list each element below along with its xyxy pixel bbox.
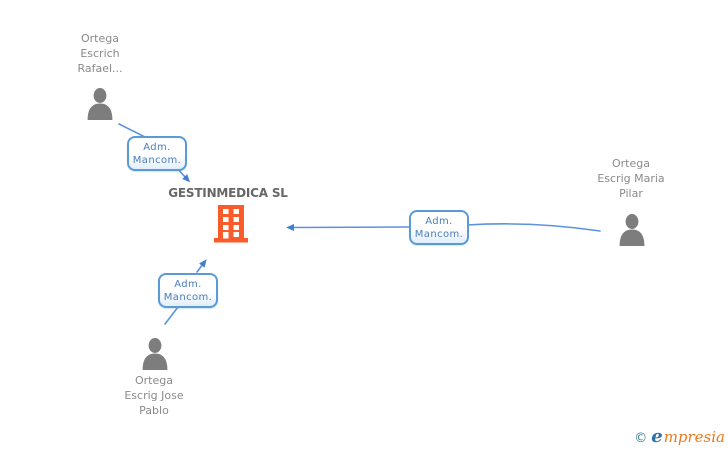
- building-icon: [214, 205, 248, 243]
- relationship-label-line: Adm.: [425, 216, 453, 227]
- relationship-label-line: Adm.: [174, 279, 202, 290]
- relationship-badge-maria: Adm. Mancom.: [409, 210, 469, 245]
- company-building-icon[interactable]: [214, 205, 248, 247]
- brand-name: mpresia: [663, 428, 725, 446]
- person-label-line: Ortega: [612, 157, 650, 170]
- relationship-label-line: Mancom.: [163, 292, 213, 303]
- person-label-maria[interactable]: Ortega Escrig Maria Pilar: [566, 156, 696, 201]
- empresia-logo[interactable]: © e mpresia: [634, 426, 725, 447]
- person-label-line: Escrig Jose: [124, 389, 184, 402]
- person-label-line: Pilar: [619, 187, 643, 200]
- person-label-rafael[interactable]: Ortega Escrich Rafael...: [40, 31, 160, 76]
- person-icon-maria[interactable]: [617, 214, 647, 250]
- person-icon: [87, 88, 113, 120]
- person-label-line: Escrig Maria: [597, 172, 665, 185]
- company-title[interactable]: GESTINMEDICA SL: [168, 186, 288, 200]
- relationship-label-line: Adm.: [143, 142, 171, 153]
- relationship-label-line: Mancom.: [414, 229, 464, 240]
- relationship-label-line: Mancom.: [132, 155, 182, 166]
- relationship-badge-jose: Adm. Mancom.: [158, 273, 218, 308]
- person-label-line: Ortega: [81, 32, 119, 45]
- relationship-badge-rafael: Adm. Mancom.: [127, 136, 187, 171]
- brand-initial: e: [651, 426, 663, 447]
- person-icon: [142, 338, 168, 370]
- person-label-line: Escrich: [80, 47, 120, 60]
- person-icon-rafael[interactable]: [85, 88, 115, 124]
- copyright-icon: ©: [634, 431, 648, 446]
- person-label-line: Ortega: [135, 374, 173, 387]
- person-icon-jose[interactable]: [140, 338, 170, 374]
- person-label-line: Rafael...: [77, 62, 123, 75]
- person-label-jose[interactable]: Ortega Escrig Jose Pablo: [94, 373, 214, 418]
- person-label-line: Pablo: [139, 404, 169, 417]
- person-icon: [619, 214, 645, 246]
